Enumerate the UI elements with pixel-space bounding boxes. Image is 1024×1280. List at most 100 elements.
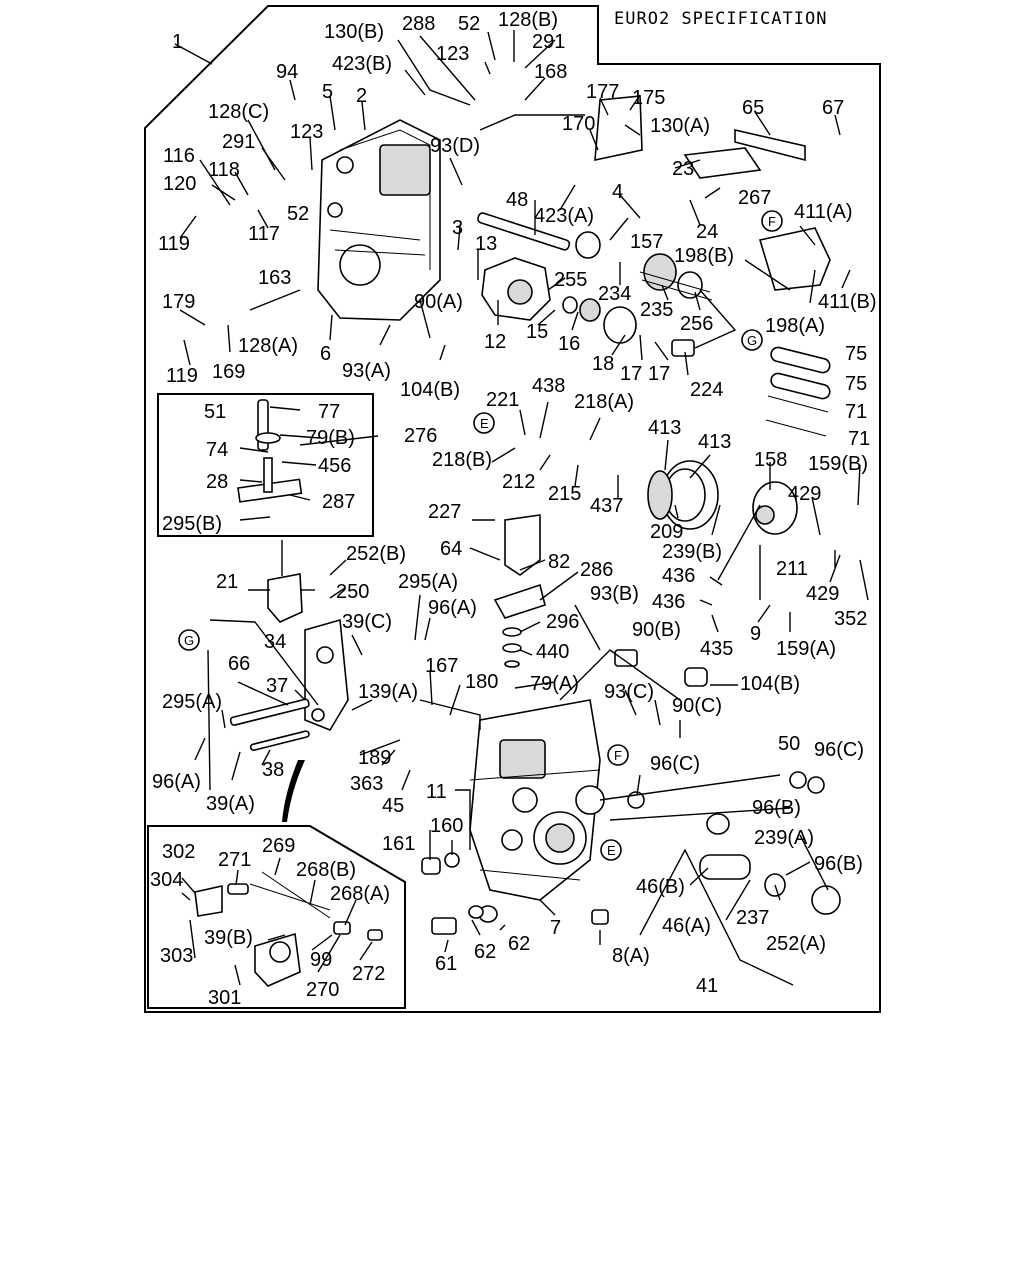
lever-276-parts	[237, 399, 303, 503]
part-label: 46(A)	[662, 915, 711, 937]
part-label: 286	[580, 559, 613, 581]
part-label: 267	[738, 187, 771, 209]
part-label: 15	[526, 321, 548, 343]
part-label: 104(B)	[740, 673, 800, 695]
lever-assembly-34	[229, 618, 349, 751]
part-label: 62	[474, 941, 496, 963]
part-label: 52	[458, 13, 480, 35]
part-label: 411(A)	[794, 201, 853, 223]
part-label: 18	[592, 353, 614, 375]
svg-text:G: G	[747, 333, 757, 348]
part-label: 77	[318, 401, 340, 423]
part-label: 234	[598, 283, 631, 305]
part-label: 269	[262, 835, 295, 857]
part-label: 118	[208, 159, 240, 181]
upper-right-brackets	[594, 95, 831, 291]
part-label: 119	[166, 365, 198, 387]
part-label: 39(C)	[342, 611, 392, 633]
callout-marker-f-2: F	[607, 744, 629, 766]
part-label: 52	[287, 203, 309, 225]
part-label: 239(B)	[662, 541, 722, 563]
callout-marker-e-1: E	[473, 412, 495, 434]
part-label: 167	[425, 655, 458, 677]
part-label: 175	[632, 87, 665, 109]
part-label: 130(B)	[324, 21, 384, 43]
part-label: 2	[356, 85, 367, 107]
part-label: 438	[532, 375, 565, 397]
part-label: 123	[436, 43, 469, 65]
part-label: 352	[834, 608, 867, 630]
part-label: 9	[750, 623, 761, 645]
part-label: 161	[382, 833, 415, 855]
inset-lever-box	[147, 825, 406, 1009]
part-label: 123	[290, 121, 323, 143]
part-label: 96(C)	[814, 739, 864, 761]
part-label: 276	[404, 425, 437, 447]
part-label: 117	[248, 223, 280, 245]
part-label: 93(B)	[590, 583, 639, 605]
part-label: 295(A)	[398, 571, 458, 593]
part-label: 50	[778, 733, 800, 755]
part-label: 287	[322, 491, 355, 513]
part-label: 11	[426, 781, 447, 803]
part-label: 62	[508, 933, 530, 955]
part-label: 12	[484, 331, 506, 353]
part-label: 93(D)	[430, 135, 480, 157]
svg-text:G: G	[184, 633, 194, 648]
part-label: 75	[845, 373, 867, 395]
part-label: 209	[650, 521, 683, 543]
part-label: 295(A)	[162, 691, 222, 713]
part-label: 435	[700, 638, 733, 660]
assembly-leader	[174, 43, 213, 65]
part-label: 104(B)	[400, 379, 460, 401]
part-label: 120	[163, 173, 196, 195]
part-label: 79(A)	[530, 673, 579, 695]
part-label: 119	[158, 233, 190, 255]
part-label: 303	[160, 945, 193, 967]
part-label: 7	[550, 917, 561, 939]
part-label: 6	[320, 343, 331, 365]
part-label: 16	[558, 333, 580, 355]
part-label: 211	[776, 558, 808, 580]
part-label: 90(A)	[414, 291, 463, 313]
svg-text:F: F	[768, 214, 776, 229]
part-label: 291	[532, 31, 565, 53]
part-label: 296	[546, 611, 579, 633]
pump-head-housing	[469, 699, 605, 901]
part-label: 96(B)	[814, 853, 863, 875]
part-label: 198(B)	[674, 245, 734, 267]
part-label: 45	[382, 795, 404, 817]
part-label: 423(A)	[534, 205, 594, 227]
part-label: 227	[428, 501, 461, 523]
part-label: 170	[562, 113, 595, 135]
diagram-title: EURO2 SPECIFICATION	[614, 9, 827, 29]
callout-marker-g-1: G	[741, 329, 763, 351]
inset-lever-parts	[194, 871, 383, 987]
part-label: 163	[258, 267, 291, 289]
part-label: 256	[680, 313, 713, 335]
part-label: 128(C)	[208, 101, 269, 123]
part-label: 21	[216, 571, 238, 593]
part-label: 96(A)	[428, 597, 477, 619]
part-label: 71	[848, 428, 870, 450]
part-label: 93(A)	[342, 360, 391, 382]
part-label: 160	[430, 815, 463, 837]
part-label: 90(C)	[672, 695, 722, 717]
part-label: 17	[620, 363, 642, 385]
part-label: 158	[754, 449, 787, 471]
part-label: 17	[648, 363, 670, 385]
part-label: 413	[698, 431, 731, 453]
part-label: 34	[264, 631, 286, 653]
part-label: 291	[222, 131, 255, 153]
inset-governor-box	[157, 393, 374, 537]
part-label: 189	[358, 747, 391, 769]
lower-right-parts	[614, 649, 841, 915]
part-label: 39(B)	[204, 927, 253, 949]
part-label: 218(B)	[432, 449, 492, 471]
part-label: 48	[506, 189, 528, 211]
part-label: 130(A)	[650, 115, 710, 137]
part-label: 301	[208, 987, 241, 1009]
part-label: 429	[806, 583, 839, 605]
part-label: 252(A)	[766, 933, 826, 955]
part-label: 198(A)	[765, 315, 825, 337]
